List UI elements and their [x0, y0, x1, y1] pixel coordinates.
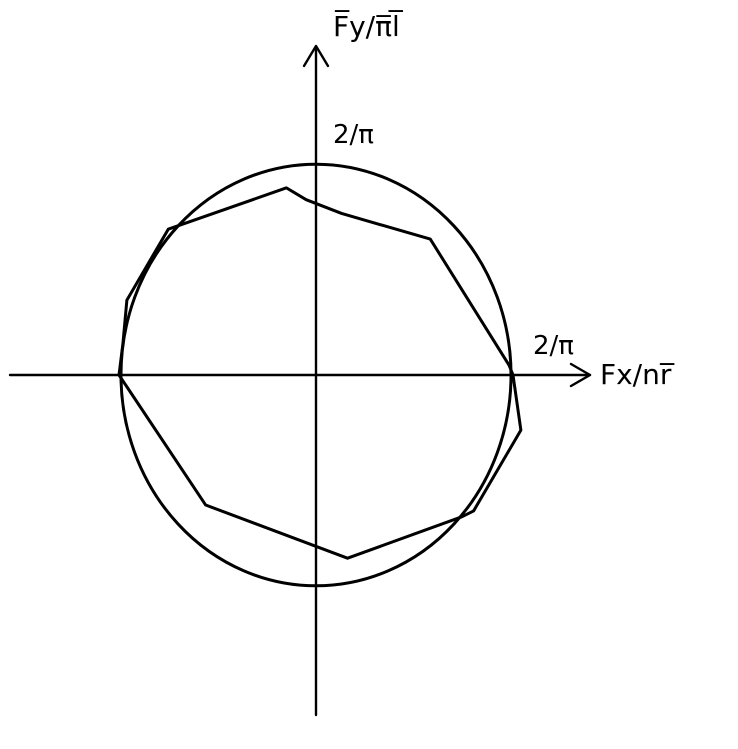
x-axis-label: Fx/nr̅ — [600, 358, 675, 391]
y-tick-label: 2/π — [333, 120, 374, 150]
computed-polygon — [117, 186, 523, 560]
x-axis-arrowhead — [569, 362, 592, 388]
reference-circle — [119, 162, 513, 588]
x-tick-label: 2/π — [533, 331, 574, 361]
y-axis-label: F̅y/π̅l̅ — [333, 9, 404, 43]
y-axis-arrowhead — [302, 44, 330, 68]
